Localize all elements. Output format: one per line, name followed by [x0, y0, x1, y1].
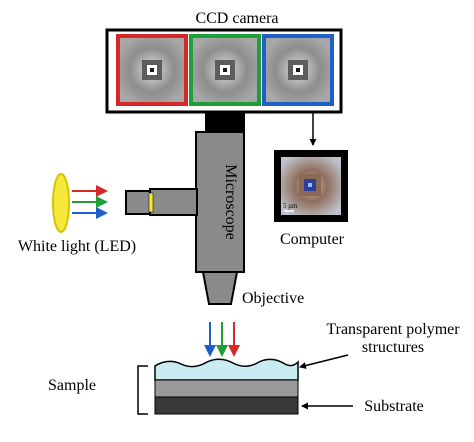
scale-bar-label: 5 μm — [283, 202, 298, 210]
sample-stack — [154, 358, 299, 415]
polymer-pointer-arrow — [299, 354, 349, 369]
substrate-label: Substrate — [364, 398, 424, 415]
white-light-label: White light (LED) — [18, 238, 136, 255]
microscope — [125, 131, 245, 305]
sample-bracket — [137, 365, 148, 415]
microscope-label: Microscope — [222, 164, 239, 240]
camera-mount — [205, 112, 245, 132]
led-light-source — [52, 173, 70, 233]
structures-label: structures — [362, 339, 424, 356]
computer-screen: 5 μm — [274, 150, 348, 222]
computer-label: Computer — [280, 231, 345, 248]
transparent-polymer-label: Transparent polymer — [326, 321, 460, 338]
camera-frame-red — [116, 34, 188, 106]
sample-label: Sample — [48, 377, 96, 394]
ccd-camera — [105, 28, 343, 114]
objective-label: Objective — [242, 290, 304, 307]
ccd-camera-label: CCD camera — [195, 10, 278, 27]
camera-frame-green — [189, 34, 261, 106]
camera-frame-blue — [262, 34, 334, 106]
